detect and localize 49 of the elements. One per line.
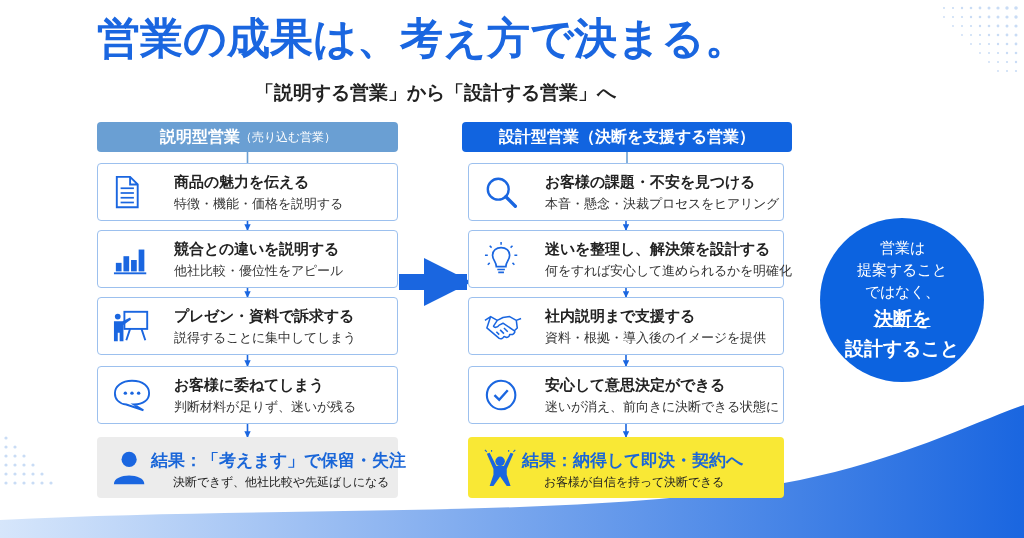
arrow [244, 220, 251, 231]
step-description: 迷いが消え、前向きに決断できる状態に [545, 399, 779, 416]
step-title: お客様の課題・不安を見つける [545, 173, 755, 192]
step-description: 判断材料が足りず、迷いが残る [174, 399, 356, 416]
header-text: 説明型営業 [159, 126, 240, 148]
step-description: 特徴・機能・価格を説明する [174, 196, 343, 213]
arrow [622, 354, 630, 367]
step-title: 商品の魅力を伝える [174, 173, 309, 192]
arrow [622, 287, 630, 298]
arrow [244, 354, 251, 367]
step-description: 何をすれば安心して進められるかを明確化 [545, 263, 792, 280]
step-title: お客様に委ねてしまう [174, 376, 324, 395]
step-title: 競合との違いを説明する [174, 240, 339, 259]
step-description: 説得することに集中してしまう [174, 330, 356, 347]
step-description: 決断できず、他社比較や先延ばしになる [173, 475, 389, 490]
title: 営業の成果は、考え方で決まる。 [97, 12, 748, 65]
step-box [97, 163, 398, 221]
step-description: 本音・懸念・決裁プロセスをヒアリング [545, 196, 779, 213]
circle-text: 提案すること [857, 261, 947, 280]
step-box [468, 297, 784, 355]
step-description: 他社比較・優位性をアピール [174, 263, 343, 280]
step-description: 資料・根拠・導入後のイメージを提供 [545, 330, 766, 347]
result-title: 結果：納得して即決・契約へ [522, 449, 743, 472]
step-box [468, 366, 784, 424]
step-title: 安心して意思決定ができる [545, 376, 725, 395]
circle-text: ではなく、 [864, 283, 940, 302]
connector-line [626, 151, 628, 164]
arrow [244, 423, 251, 438]
circle-text: 営業は [879, 239, 925, 258]
arrow [244, 287, 251, 298]
step-title: 迷いを整理し、解決策を設計する [545, 240, 770, 259]
arrow [622, 220, 630, 231]
subtitle: 「説明する営業」から「設計する営業」へ [255, 80, 616, 105]
circle-text: 決断を [873, 306, 931, 331]
step-box [468, 163, 784, 221]
result-box [468, 437, 784, 498]
header-text: （売り込む営業） [239, 129, 336, 144]
circle-text: 設計すること [845, 336, 959, 361]
step-box [97, 366, 398, 424]
arrow [622, 423, 630, 438]
result-title: 結果：「考えます」で保留・失注 [151, 449, 406, 472]
step-box [97, 297, 398, 355]
step-title: 社内説明まで支援する [545, 307, 695, 326]
column-header [462, 122, 792, 152]
step-description: お客様が自信を持って決断できる [544, 475, 724, 490]
header-text: 設計型営業（決断を支援する営業） [499, 126, 755, 148]
column-header [97, 122, 398, 152]
step-box [97, 230, 398, 288]
step-title: プレゼン・資料で訴求する [174, 307, 354, 326]
